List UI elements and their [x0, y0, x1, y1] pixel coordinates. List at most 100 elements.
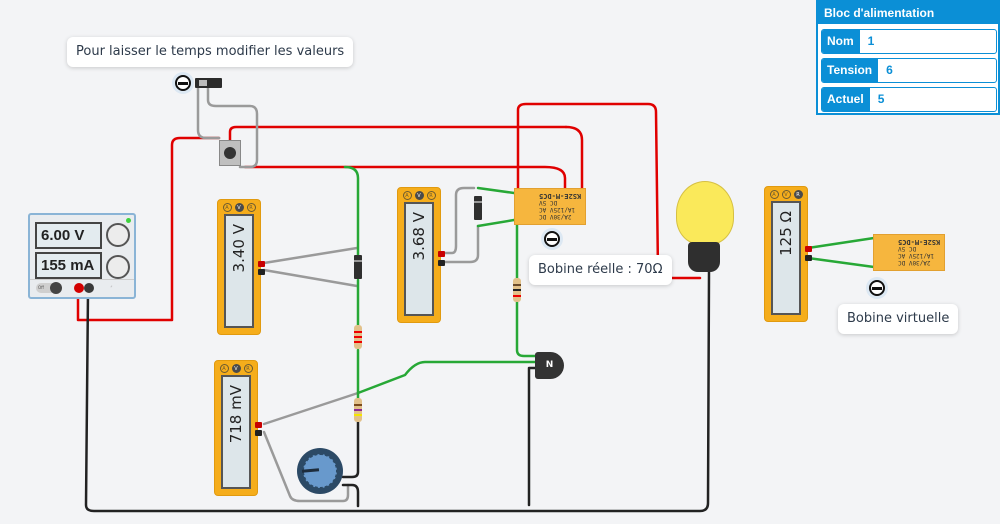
potentiometer[interactable] — [297, 448, 343, 494]
mode-v-icon[interactable]: V — [234, 203, 244, 212]
resistor-band — [354, 409, 362, 411]
switch-note-tooltip: Pour laisser le temps modifier les valeu… — [67, 37, 354, 67]
mode-a-icon[interactable]: A — [219, 364, 229, 373]
diode-2[interactable] — [474, 196, 482, 220]
wire-red-psu-to-button — [76, 136, 221, 322]
wire-gray-meter3-red — [262, 391, 360, 426]
power-supply[interactable]: 6.00 V 155 mA Off ⚡ — [28, 213, 136, 299]
mode-r-icon[interactable]: R — [243, 364, 253, 373]
meter-reading: 3.40 V — [230, 224, 248, 273]
slide-switch[interactable] — [195, 78, 222, 88]
pushbutton[interactable] — [219, 140, 241, 166]
wire-black-psu-ground — [84, 270, 711, 513]
npn-transistor[interactable]: N — [535, 352, 564, 379]
relay-label: 2A/30V DC 1A/125V AC DC 5V KS2E-M-DC5 — [898, 238, 940, 266]
wire-gray-switch-right — [206, 86, 259, 169]
meter-screen: 125 Ω — [771, 201, 801, 315]
resistor-band — [354, 341, 362, 343]
field-label: Actuel — [822, 88, 870, 111]
psu-negative-terminal[interactable] — [84, 283, 94, 293]
multimeter-diode-voltage[interactable]: A V R 3.40 V — [217, 199, 265, 335]
light-bulb[interactable] — [676, 181, 734, 245]
meter-reading: 718 mV — [227, 385, 245, 444]
field-value[interactable]: 5 — [877, 92, 885, 106]
relay-label: 2A/30V DC 1A/125V AC DC 5V KS2E-M-DC5 — [539, 192, 581, 220]
psu-voltage-display: 6.00 V — [35, 222, 102, 249]
voltage-knob[interactable] — [106, 223, 130, 247]
resistor-band — [513, 284, 521, 286]
wire-gray-meter2-red — [441, 186, 476, 255]
current-knob[interactable] — [106, 255, 130, 279]
meter-reading: 3.68 V — [410, 212, 428, 261]
real-coil-tooltip: Bobine réelle : 70Ω — [529, 255, 672, 285]
wire-black-transistor-ground — [527, 366, 537, 507]
psu-switch-label: Off — [38, 285, 44, 290]
cv-indicator-led — [126, 218, 131, 223]
wire-green-diode2-bottom — [476, 218, 516, 228]
wire-green-meter4-black — [806, 256, 876, 269]
mode-v-icon[interactable]: V — [781, 190, 791, 199]
field-name[interactable]: Nom 1 — [821, 29, 997, 54]
mode-a-icon[interactable]: A — [769, 190, 779, 199]
field-current[interactable]: Actuel 5 — [821, 87, 997, 112]
relay-spec: 2A/30V DC — [538, 213, 572, 220]
probe-red-terminal[interactable] — [258, 261, 265, 267]
wire-green-button-to-diode — [343, 165, 360, 257]
probe-black-terminal[interactable] — [438, 260, 445, 266]
resistor-band — [354, 336, 362, 338]
collapse-note-icon[interactable] — [541, 228, 563, 250]
mode-v-icon[interactable]: V — [231, 364, 241, 373]
probe-red-terminal[interactable] — [255, 422, 262, 428]
wire-gray-switch-left — [196, 86, 221, 140]
relay-real[interactable]: 2A/30V DC 1A/125V AC DC 5V KS2E-M-DC5 — [514, 188, 586, 225]
wire-red-top-to-relay — [564, 125, 584, 190]
mode-r-icon[interactable]: R — [246, 203, 256, 212]
mode-selector[interactable]: A V R — [215, 364, 257, 373]
probe-black-terminal[interactable] — [255, 430, 262, 436]
psu-power-switch[interactable]: Off — [36, 282, 62, 294]
meter-screen: 3.40 V — [224, 214, 254, 328]
mode-v-icon[interactable]: V — [414, 191, 424, 200]
probe-black-terminal[interactable] — [805, 255, 812, 261]
multimeter-coil-resistance[interactable]: A V R 125 Ω — [764, 186, 812, 322]
probe-red-terminal[interactable] — [805, 246, 812, 252]
resistor-3[interactable] — [513, 278, 521, 302]
wire-green-node-to-transistor — [356, 360, 537, 395]
light-bulb-base — [688, 242, 720, 272]
resistor-1[interactable] — [354, 325, 362, 349]
collapse-note-icon[interactable] — [866, 277, 888, 299]
multimeter-relay-voltage[interactable]: A V R 3.68 V — [397, 187, 445, 323]
wire-black-pot-to-ground — [341, 483, 360, 508]
probe-black-terminal[interactable] — [258, 269, 265, 275]
meter-reading: 125 Ω — [777, 211, 795, 256]
probe-red-terminal[interactable] — [438, 251, 445, 257]
field-voltage[interactable]: Tension 6 — [821, 58, 997, 83]
resistor-band — [354, 414, 362, 416]
relay-spec: DC 5V — [897, 245, 916, 252]
psu-positive-terminal[interactable] — [74, 283, 84, 293]
meter-screen: 3.68 V — [404, 202, 434, 316]
resistor-band — [513, 295, 521, 297]
psu-current-display: 155 mA — [35, 252, 102, 279]
collapse-note-icon[interactable] — [172, 72, 194, 94]
multimeter-base-voltage[interactable]: A V R 718 mV — [214, 360, 262, 496]
wire-gray-meter1-black — [262, 268, 359, 288]
mode-r-icon[interactable]: R — [793, 190, 803, 199]
relay-virtual[interactable]: 2A/30V DC 1A/125V AC DC 5V KS2E-M-DC5 — [873, 234, 945, 271]
wire-red-button-top — [228, 125, 568, 142]
mode-selector[interactable]: A V R — [218, 203, 260, 212]
mode-a-icon[interactable]: A — [402, 191, 412, 200]
resistor-2[interactable] — [354, 398, 362, 422]
field-value[interactable]: 1 — [867, 34, 875, 48]
mode-a-icon[interactable]: A — [222, 203, 232, 212]
relay-spec: DC 5V — [538, 199, 557, 206]
field-label: Tension — [822, 59, 879, 82]
mode-r-icon[interactable]: R — [426, 191, 436, 200]
diode-1[interactable] — [354, 255, 362, 279]
field-value[interactable]: 6 — [886, 63, 893, 77]
relay-model: KS2E-M-DC5 — [538, 192, 581, 200]
mode-selector[interactable]: A V R — [398, 191, 440, 200]
mode-selector[interactable]: A V R — [765, 190, 807, 199]
resistor-band — [354, 331, 362, 333]
